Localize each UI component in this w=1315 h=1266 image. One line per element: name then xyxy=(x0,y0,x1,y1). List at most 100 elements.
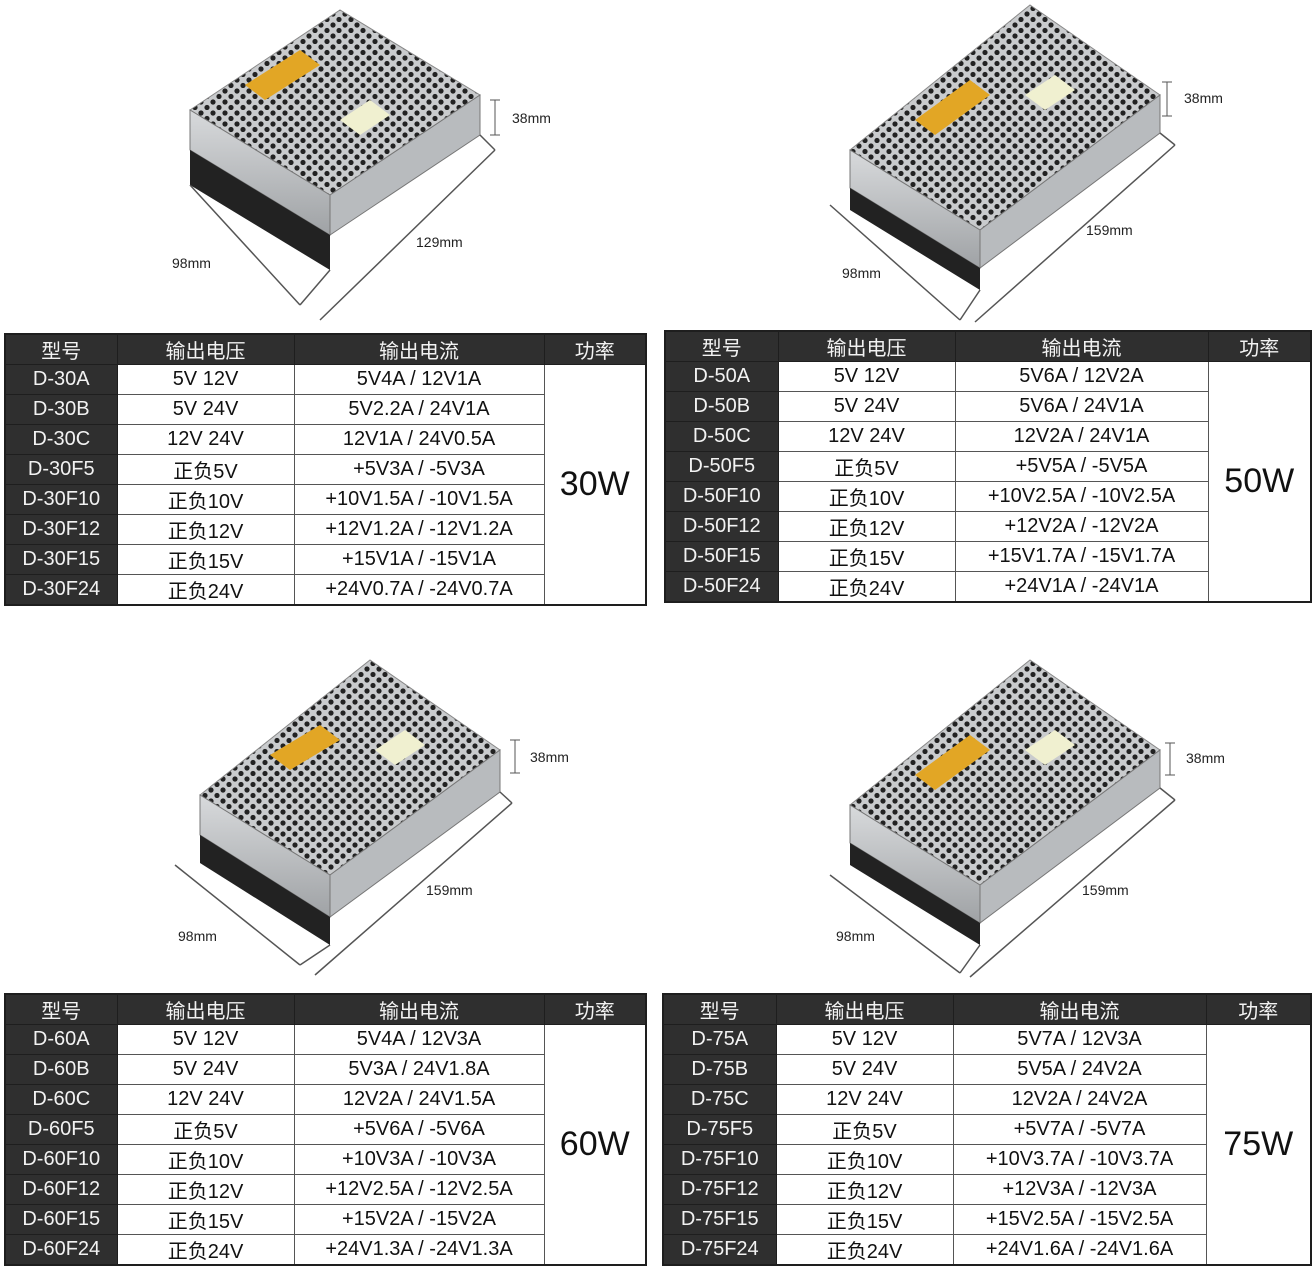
current-cell: +15V1.7A / -15V1.7A xyxy=(954,541,1209,572)
current-cell: +24V0.7A / -24V0.7A xyxy=(293,574,545,606)
current-cell: 5V2.2A / 24V1A xyxy=(293,394,545,425)
current-cell: +15V2.5A / -15V2.5A xyxy=(952,1204,1207,1235)
height-dimension-label: 38mm xyxy=(530,749,569,765)
model-cell: D-50B xyxy=(664,391,779,422)
psu-product-image: 38mm 159mm 98mm xyxy=(829,4,1223,323)
voltage-cell: 12V 24V xyxy=(775,1084,954,1115)
width-dimension-label: 98mm xyxy=(842,265,881,281)
table-row: D-75F15 正负15V +15V2.5A / -15V2.5A xyxy=(662,1204,1311,1235)
spec-table-body: D-75A 5V 12V 5V7A / 12V3A 75W D-75B 5V 2… xyxy=(662,1024,1312,1266)
header-power: 功率 xyxy=(543,333,647,365)
voltage-cell: 正负12V xyxy=(116,514,295,545)
header-model: 型号 xyxy=(662,993,777,1025)
model-cell: D-60B xyxy=(4,1054,118,1085)
table-row: D-75F5 正负5V +5V7A / -5V7A xyxy=(662,1114,1311,1145)
voltage-cell: 5V 24V xyxy=(775,1054,954,1085)
model-cell: D-75F5 xyxy=(662,1114,777,1145)
current-cell: 5V3A / 24V1.8A xyxy=(293,1054,545,1085)
header-model: 型号 xyxy=(4,993,118,1025)
header-current: 输出电流 xyxy=(952,993,1207,1025)
model-cell: D-75F24 xyxy=(662,1234,777,1266)
current-cell: +10V1.5A / -10V1.5A xyxy=(293,484,545,515)
voltage-cell: 正负5V xyxy=(116,1114,295,1145)
table-row: D-60F5 正负5V +5V6A / -5V6A xyxy=(4,1114,646,1145)
voltage-cell: 正负24V xyxy=(775,1234,954,1266)
model-cell: D-50F5 xyxy=(664,451,779,482)
length-dimension-label: 129mm xyxy=(416,234,463,250)
height-dimension-label: 38mm xyxy=(1186,750,1225,766)
current-cell: +12V1.2A / -12V1.2A xyxy=(293,514,545,545)
voltage-cell: 正负15V xyxy=(775,1204,954,1235)
table-row: D-75C 12V 24V 12V2A / 24V2A xyxy=(662,1084,1311,1115)
voltage-cell: 5V 12V xyxy=(777,361,956,392)
current-cell: +12V2.5A / -12V2.5A xyxy=(293,1174,545,1205)
table-row: D-60A 5V 12V 5V4A / 12V3A 60W xyxy=(4,1024,647,1266)
model-cell: D-75F15 xyxy=(662,1204,777,1235)
spec-table-body: D-60A 5V 12V 5V4A / 12V3A 60W D-60B 5V 2… xyxy=(4,1024,647,1266)
table-row: D-60B 5V 24V 5V3A / 24V1.8A xyxy=(4,1054,646,1085)
model-cell: D-60F15 xyxy=(4,1204,118,1235)
table-row: D-60F15 正负15V +15V2A / -15V2A xyxy=(4,1204,646,1235)
width-dimension-label: 98mm xyxy=(836,928,875,944)
model-cell: D-60F12 xyxy=(4,1174,118,1205)
length-dimension-label: 159mm xyxy=(426,882,473,898)
current-cell: 5V5A / 24V2A xyxy=(952,1054,1207,1085)
table-row: D-30C 12V 24V 12V1A / 24V0.5A xyxy=(4,424,646,455)
model-cell: D-75C xyxy=(662,1084,777,1115)
model-cell: D-50F12 xyxy=(664,511,779,542)
voltage-cell: 正负15V xyxy=(777,541,956,572)
table-row: D-30F15 正负15V +15V1A / -15V1A xyxy=(4,544,646,575)
voltage-cell: 正负10V xyxy=(116,1144,295,1175)
voltage-cell: 5V 24V xyxy=(777,391,956,422)
table-row: D-30B 5V 24V 5V2.2A / 24V1A xyxy=(4,394,646,425)
header-power: 功率 xyxy=(1207,330,1312,362)
spec-table: 型号 输出电压 输出电流 功率 D-75A 5V 12V 5V7A / 12V3… xyxy=(662,993,1312,1266)
model-cell: D-30F12 xyxy=(4,514,118,545)
table-row: D-30A 5V 12V 5V4A / 12V1A 30W xyxy=(4,364,647,606)
model-cell: D-60F10 xyxy=(4,1144,118,1175)
spec-table: 型号 输出电压 输出电流 功率 D-60A 5V 12V 5V4A / 12V3… xyxy=(4,993,647,1266)
voltage-cell: 正负12V xyxy=(777,511,956,542)
voltage-cell: 正负5V xyxy=(777,451,956,482)
model-cell: D-30F24 xyxy=(4,574,118,606)
voltage-cell: 正负15V xyxy=(116,544,295,575)
psu-product-image: 38mm 159mm 98mm xyxy=(174,659,569,976)
current-cell: +15V2A / -15V2A xyxy=(293,1204,545,1235)
current-cell: 5V7A / 12V3A xyxy=(952,1024,1207,1055)
header-model: 型号 xyxy=(664,330,779,362)
current-cell: +12V3A / -12V3A xyxy=(952,1174,1207,1205)
table-row: D-50F10 正负10V +10V2.5A / -10V2.5A xyxy=(664,481,1311,512)
power-cell: 75W xyxy=(1205,1024,1312,1266)
power-cell: 30W xyxy=(543,364,647,606)
model-cell: D-60C xyxy=(4,1084,118,1115)
table-row: D-75F12 正负12V +12V3A / -12V3A xyxy=(662,1174,1311,1205)
header-current: 输出电流 xyxy=(293,333,545,365)
voltage-cell: 正负10V xyxy=(775,1144,954,1175)
voltage-cell: 正负24V xyxy=(777,571,956,603)
model-cell: D-50F24 xyxy=(664,571,779,603)
current-cell: +10V2.5A / -10V2.5A xyxy=(954,481,1209,512)
table-row: D-30F10 正负10V +10V1.5A / -10V1.5A xyxy=(4,484,646,515)
voltage-cell: 12V 24V xyxy=(116,424,295,455)
height-dimension-label: 38mm xyxy=(1184,90,1223,106)
current-cell: 5V6A / 12V2A xyxy=(954,361,1209,392)
table-row: D-50A 5V 12V 5V6A / 12V2A 50W xyxy=(664,361,1312,603)
spec-table: 型号 输出电压 输出电流 功率 D-50A 5V 12V 5V6A / 12V2… xyxy=(664,330,1312,603)
header-voltage: 输出电压 xyxy=(116,333,295,365)
model-cell: D-30C xyxy=(4,424,118,455)
model-cell: D-30B xyxy=(4,394,118,425)
header-power: 功率 xyxy=(1205,993,1312,1025)
header-voltage: 输出电压 xyxy=(777,330,956,362)
model-cell: D-60F5 xyxy=(4,1114,118,1145)
height-dimension-label: 38mm xyxy=(512,110,551,126)
current-cell: +15V1A / -15V1A xyxy=(293,544,545,575)
current-cell: +5V7A / -5V7A xyxy=(952,1114,1207,1145)
table-row: D-60C 12V 24V 12V2A / 24V1.5A xyxy=(4,1084,646,1115)
current-cell: +10V3.7A / -10V3.7A xyxy=(952,1144,1207,1175)
table-row: D-50F24 正负24V +24V1A / -24V1A xyxy=(664,571,1311,603)
table-row: D-60F24 正负24V +24V1.3A / -24V1.3A xyxy=(4,1234,646,1266)
voltage-cell: 正负5V xyxy=(116,454,295,485)
length-dimension-label: 159mm xyxy=(1082,882,1129,898)
current-cell: +5V5A / -5V5A xyxy=(954,451,1209,482)
voltage-cell: 5V 24V xyxy=(116,394,295,425)
